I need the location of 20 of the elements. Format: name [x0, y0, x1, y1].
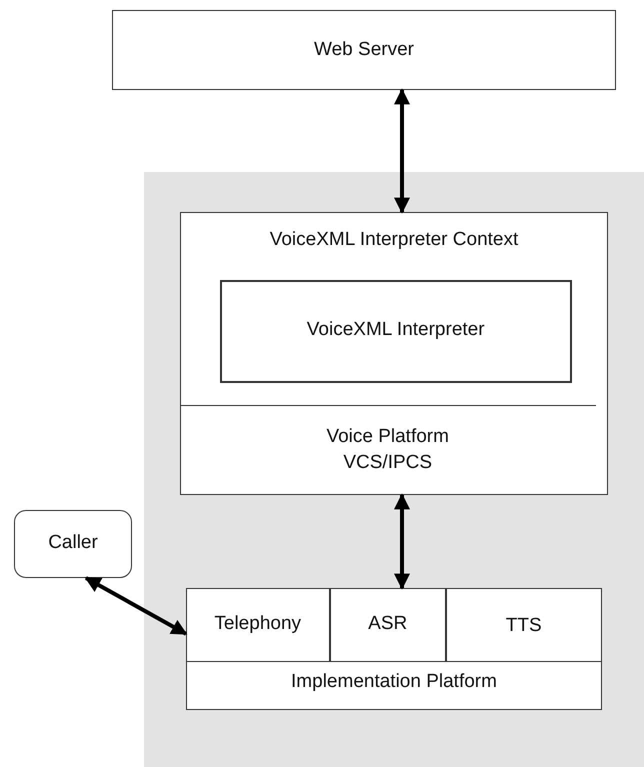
node-label: VoiceXML Interpreter Context [268, 229, 520, 251]
double-arrow [394, 493, 410, 590]
context-box [180, 212, 608, 495]
node-label: VoiceXML Interpreter [306, 318, 486, 341]
platform-box [186, 588, 602, 710]
component-cell [186, 588, 330, 662]
node-label: Caller [47, 532, 99, 554]
double-arrow [84, 576, 188, 636]
caller-box [14, 510, 132, 578]
double-arrow [394, 88, 410, 214]
node-label: TTS [504, 614, 543, 637]
component-cell [446, 588, 602, 662]
component-cell [330, 588, 446, 662]
server-box [112, 10, 616, 90]
interpreter-box [220, 280, 572, 383]
node-label: Voice Platform VCS/IPCS [325, 424, 450, 475]
node-label: Implementation Platform [290, 671, 498, 693]
node-label: ASR [367, 612, 408, 635]
node-label: Telephony [213, 612, 302, 635]
node-label: Web Server [313, 39, 415, 61]
